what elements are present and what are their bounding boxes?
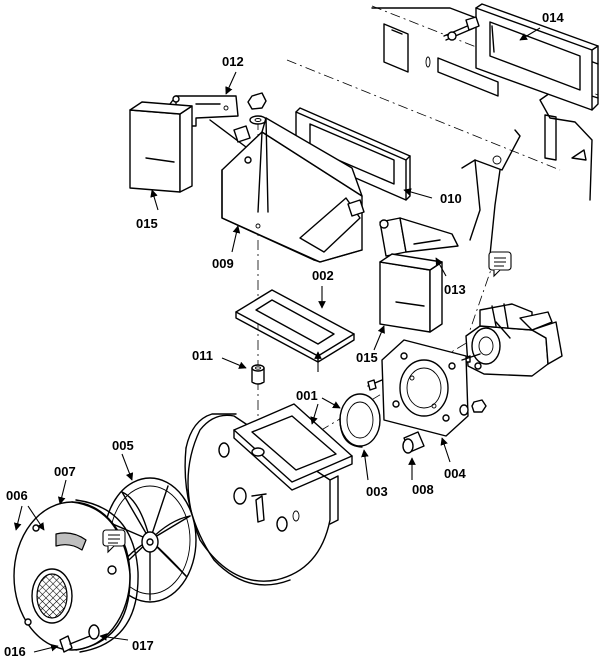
callout-014: 014 (542, 10, 564, 25)
part-008-bushing (402, 431, 425, 454)
callout-004: 004 (444, 466, 466, 481)
part-014-housing-panel (371, 7, 599, 256)
part-017-washer (88, 624, 100, 640)
callout-017: 017 (132, 638, 154, 653)
part-006-007-inlet-cover (13, 499, 139, 653)
callout-010: 010 (440, 191, 462, 206)
callout-003: 003 (366, 484, 388, 499)
part-013-bracket (379, 217, 459, 257)
callout-015-upper: 015 (136, 216, 158, 231)
callout-009: 009 (212, 256, 234, 271)
part-014-screw (443, 16, 480, 41)
part-014-gasket (475, 3, 599, 111)
callout-008: 008 (412, 482, 434, 497)
part-bolts-washers (367, 353, 487, 416)
part-009-air-box (221, 117, 365, 263)
part-003-ring-gasket (339, 393, 381, 448)
part-nut-washer-top (247, 92, 267, 125)
part-016-screw (59, 635, 91, 653)
callout-005: 005 (112, 438, 134, 453)
callout-001: 001 (296, 388, 318, 403)
comment-bubble-icon-fan (102, 529, 126, 554)
callout-006: 006 (6, 488, 28, 503)
part-motor-assembly (463, 303, 563, 377)
leader-lines (13, 27, 541, 653)
part-015-insulation-block-lower (379, 253, 443, 333)
callout-012: 012 (222, 54, 244, 69)
callout-015-lower: 015 (356, 350, 378, 365)
comment-bubble-icon-motor (488, 251, 512, 278)
part-001-blower-housing (184, 403, 353, 586)
callout-labels: 014 012 010 015 009 002 013 015 011 001 … (4, 10, 564, 659)
callout-002: 002 (312, 268, 334, 283)
part-011-grommet (251, 364, 265, 385)
part-004-mount-plate (381, 339, 469, 437)
part-015-insulation-block-upper (129, 101, 193, 193)
callout-013: 013 (444, 282, 466, 297)
callout-016: 016 (4, 644, 26, 659)
part-002-gasket (235, 289, 355, 363)
callout-007: 007 (54, 464, 76, 479)
callout-011: 011 (192, 348, 213, 363)
